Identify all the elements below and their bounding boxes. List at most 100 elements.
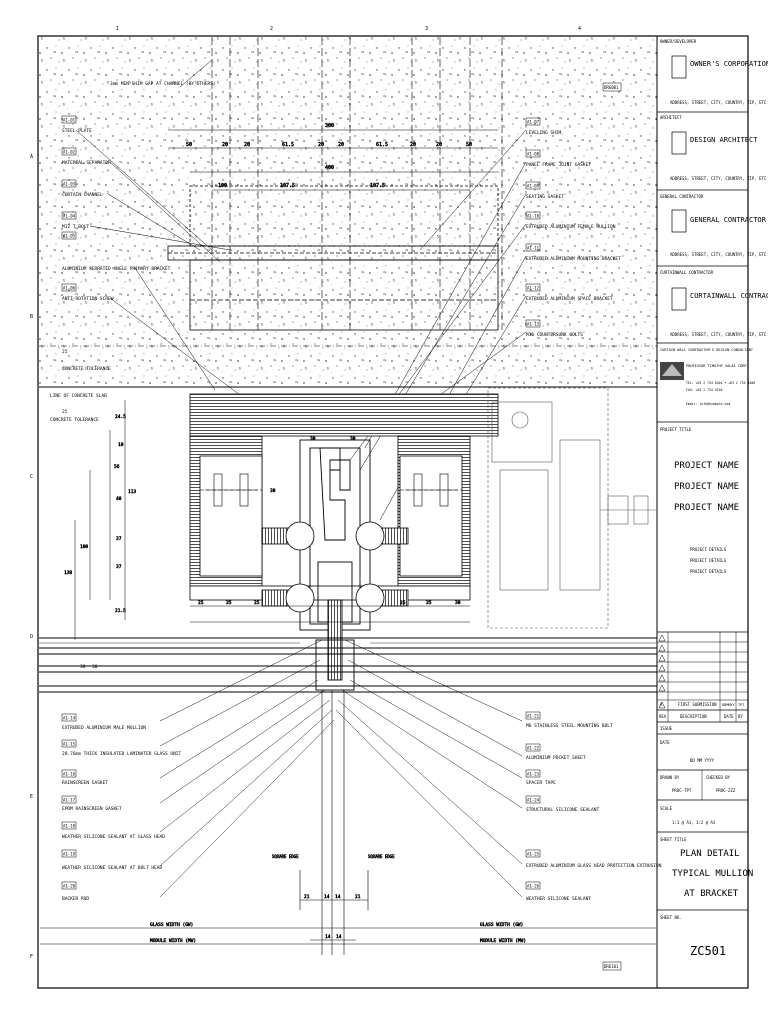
primary-bracket-assembly xyxy=(189,393,499,601)
sheet-title-line-1: PLAN DETAIL xyxy=(680,849,740,859)
svg-text:A1-16: A1-16 xyxy=(63,772,76,777)
dim-overall: 300 xyxy=(325,123,334,129)
grid-ref-3: 3 xyxy=(425,26,428,32)
sheet-title-line-3: AT BRACKET xyxy=(684,889,739,899)
svg-text:A1-07: A1-07 xyxy=(527,120,540,125)
callout-female-mullion: EXTRUDED ALUMINIUM FEMALE MULLION xyxy=(526,224,616,230)
date-label: DATE xyxy=(660,740,670,745)
rev-header-rev: REV xyxy=(659,714,667,719)
svg-text:14: 14 xyxy=(324,894,330,900)
edge-tolerance-value: 25 xyxy=(62,409,68,415)
concrete-tolerance-note: CONCRETE TOLERANCE xyxy=(62,366,111,372)
svg-text:A1-10: A1-10 xyxy=(527,214,540,219)
project-details-3: PROJECT DETAILS xyxy=(690,569,727,574)
svg-text:A1-26: A1-26 xyxy=(527,884,540,889)
callout-spacer-tape: SPACER TAPE xyxy=(526,780,556,786)
glass-joint-verticals xyxy=(299,690,369,955)
sheet-title-label: SHEET TITLE xyxy=(660,837,687,842)
callouts-bottom-right: A1-21 M6 STAINLESS STEEL MOUNTING BOLT A… xyxy=(525,711,662,902)
grid-ref-b: B xyxy=(30,314,33,320)
svg-text:25: 25 xyxy=(254,600,260,606)
grid-ref-f: F xyxy=(30,954,33,960)
svg-text:A1-02: A1-02 xyxy=(63,150,76,155)
svg-text:20: 20 xyxy=(338,142,344,148)
project-name-2: PROJECT NAME xyxy=(674,482,739,492)
rev-row-by: TPT xyxy=(738,703,745,707)
svg-text:A1-24: A1-24 xyxy=(527,798,540,803)
svg-text:A1-04: A1-04 xyxy=(63,214,76,219)
svg-text:A1-19: A1-19 xyxy=(63,852,76,857)
callout-male-mullion: EXTRUDED ALUMINIUM MALE MULLION xyxy=(62,725,146,731)
callout-countersunk-bolts: M10 COUNTERSUNK BOLTS xyxy=(526,332,583,338)
callout-rainscreen-gasket: RAINSCREEN GASKET xyxy=(62,780,108,786)
svg-text:A1-14: A1-14 xyxy=(63,716,76,721)
scale-label: SCALE xyxy=(660,806,673,811)
glass-dims: 30 30 xyxy=(80,664,98,670)
title-block: OWNER/DEVELOPER OWNER'S CORPORATION ADDR… xyxy=(656,36,768,988)
glass-width-right: GLASS WIDTH (GW) xyxy=(480,922,523,928)
module-width-right: MODULE WIDTH (MW) xyxy=(480,938,526,944)
rev-row-date: DDMMYY xyxy=(722,703,736,707)
svg-text:50: 50 xyxy=(466,142,472,148)
drawn-by-value: PROC-TPT xyxy=(672,788,692,793)
svg-text:50: 50 xyxy=(186,142,192,148)
project-details-1: PROJECT DETAILS xyxy=(690,547,727,552)
sheet-title-line-2: TYPICAL MULLION xyxy=(672,869,753,879)
svg-text:61.5: 61.5 xyxy=(282,142,294,148)
grid-ref-2: 2 xyxy=(270,26,273,32)
callout-epdm-gasket: EPDM RAINSCREEN GASKET xyxy=(62,806,122,812)
svg-text:30: 30 xyxy=(310,436,316,442)
svg-text:30: 30 xyxy=(455,600,461,606)
svg-text:A1-25: A1-25 xyxy=(527,852,540,857)
cw-name: CURTAINWALL CONTRACTOR xyxy=(690,292,768,300)
grid-reference-left: A B C D E F xyxy=(30,154,33,960)
sheet-number: ZC501 xyxy=(690,944,726,958)
ref-tag-top: DRE001 xyxy=(604,85,619,90)
concrete-slab xyxy=(39,37,657,387)
scale-value: 1:1 @ A1, 1:2 @ A3 xyxy=(672,820,716,825)
bolt-centerlines xyxy=(211,37,503,330)
svg-text:30: 30 xyxy=(80,664,86,670)
svg-text:100: 100 xyxy=(218,183,227,189)
callout-glass-unit: 28.76mm THICK INSULATED LAMINATED GLASS … xyxy=(62,751,181,757)
checked-by-value: PROC-ZZZ xyxy=(716,788,736,793)
dimension-chain-bottom: SQUARE EDGE SQUARE EDGE 21 14 14 21 14 1… xyxy=(40,854,656,945)
svg-text:A1-13: A1-13 xyxy=(527,322,540,327)
grid-reference-top: 1 2 3 4 xyxy=(116,26,581,32)
checked-by-label: CHECKED BY xyxy=(706,775,731,780)
svg-text:A1-08: A1-08 xyxy=(527,152,540,157)
project-name-1: PROJECT NAME xyxy=(674,461,739,471)
edge-tolerance-note: CONCRETE TOLERANCE xyxy=(50,417,99,423)
drawn-by-label: DRAWN BY xyxy=(660,775,680,780)
rev-header-by: BY xyxy=(738,714,743,719)
consultant-label: CURTAIN WALL CONTRACTOR'S DESIGN CONSULT… xyxy=(660,348,754,352)
callout-t-bolt: M12 T BOLT xyxy=(62,224,89,230)
leader-lines-bottom xyxy=(159,639,523,898)
glass-units xyxy=(39,637,657,693)
svg-text:A1-01: A1-01 xyxy=(63,118,76,123)
svg-text:20: 20 xyxy=(436,142,442,148)
rev-header-date: DATE xyxy=(724,714,734,719)
svg-text:A1-12: A1-12 xyxy=(527,286,540,291)
callout-primary-bracket: ALUMINIUM SERRATED ANGLE PRIMARY BRACKET xyxy=(62,266,171,272)
owner-label: OWNER/DEVELOPER xyxy=(660,39,697,44)
gc-label: GENERAL CONTRACTOR xyxy=(660,194,704,199)
svg-text:37: 37 xyxy=(116,564,122,570)
square-edge-left: SQUARE EDGE xyxy=(272,854,299,859)
svg-text:25: 25 xyxy=(400,600,406,606)
callout-weather-sealant: WEATHER SILICONE SEALANT xyxy=(526,896,591,902)
svg-text:14: 14 xyxy=(336,934,342,940)
svg-text:37: 37 xyxy=(116,536,122,542)
rev-row-rev: A xyxy=(660,702,663,707)
callout-backer-rod: BACKER ROD xyxy=(62,896,89,902)
svg-text:A1-23: A1-23 xyxy=(527,772,540,777)
svg-text:A1-03: A1-03 xyxy=(63,182,76,187)
callout-space-bracket: EXTRUDED ALUMINIUM SPACE BRACKET xyxy=(526,296,613,302)
gc-address: ADDRESS, STREET, CITY, COUNTRY, ZIP, ETC xyxy=(670,252,767,257)
callout-structural-silicone: STRUCTURAL SILICONE SEALANT xyxy=(526,807,599,813)
callout-mounting-bolt: M6 STAINLESS STEEL MOUNTING BOLT xyxy=(526,723,613,729)
svg-text:24.5: 24.5 xyxy=(115,414,126,420)
grid-ref-d: D xyxy=(30,634,33,640)
callout-panel-joint-gasket: PANEL FRAME JOINT GASKET xyxy=(526,162,591,168)
slab-edge-note: LINE OF CONCRETE SLAB xyxy=(50,393,107,399)
